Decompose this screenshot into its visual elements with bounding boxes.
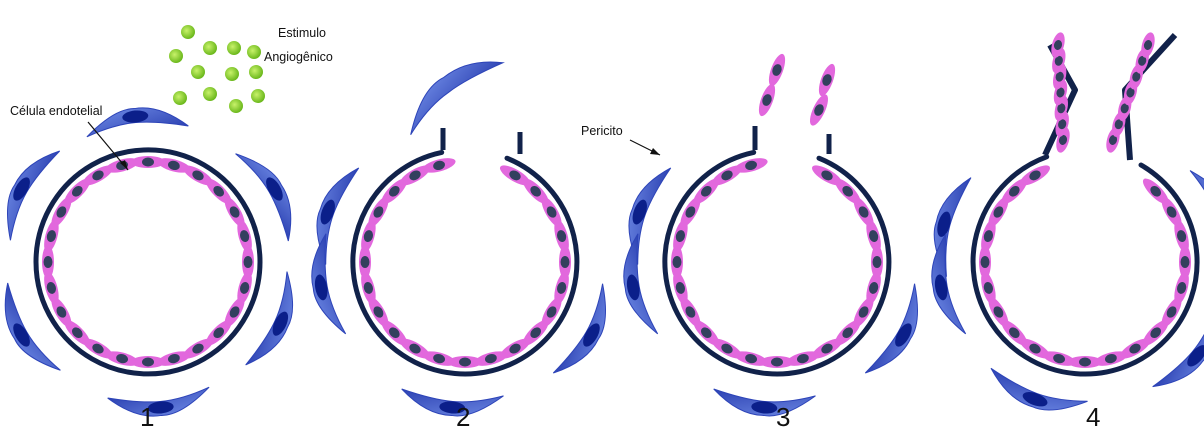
growth-factor-dot bbox=[203, 87, 217, 101]
growth-factor-dot bbox=[227, 41, 241, 55]
stage-number-2: 2 bbox=[456, 402, 470, 431]
migrating-endothelial-cell bbox=[756, 82, 779, 118]
endothelial-nucleus bbox=[981, 256, 990, 268]
endothelial-nucleus bbox=[142, 158, 154, 167]
growth-factor-dot bbox=[169, 49, 183, 63]
endothelial-nucleus bbox=[361, 256, 370, 268]
growth-factor-dot bbox=[249, 65, 263, 79]
vessel-stage-1 bbox=[0, 104, 309, 420]
growth-factor-dot bbox=[191, 65, 205, 79]
pericyte-cell bbox=[400, 387, 504, 420]
basement-membrane bbox=[665, 152, 889, 374]
endothelial-nucleus bbox=[244, 256, 253, 268]
endothelial-nucleus bbox=[873, 256, 882, 268]
vessel-stage-2 bbox=[303, 44, 623, 420]
endothelial-nucleus bbox=[142, 358, 154, 367]
estimulo-label-line2: Angiogênico bbox=[264, 50, 333, 64]
endothelial-nucleus bbox=[673, 256, 682, 268]
estimulo-label-line1: Estimulo bbox=[278, 26, 326, 40]
growth-factor-dot bbox=[229, 99, 243, 113]
pericyte-cell bbox=[712, 387, 816, 420]
vessel-stage-3 bbox=[615, 52, 935, 420]
migrating-endothelial-cell bbox=[806, 92, 831, 128]
pericyte-cell bbox=[616, 233, 657, 338]
endothelial-nucleus bbox=[1181, 256, 1190, 268]
angiogenic-stimulus-dots bbox=[169, 25, 265, 113]
pericyte-cell bbox=[924, 233, 965, 338]
endothelial-nucleus bbox=[561, 256, 570, 268]
migrating-endothelial-cell bbox=[766, 52, 789, 88]
basement-membrane bbox=[973, 157, 1197, 374]
detached-pericyte bbox=[394, 44, 506, 134]
pericito-label: Pericito bbox=[581, 124, 623, 138]
celula-endotelial-label: Célula endotelial bbox=[10, 104, 102, 118]
endothelial-nucleus bbox=[1079, 358, 1091, 367]
stage-number-1: 1 bbox=[140, 402, 154, 431]
endothelial-nucleus bbox=[771, 358, 783, 367]
endothelial-nucleus bbox=[459, 358, 471, 367]
pericyte-cell bbox=[923, 172, 973, 277]
membrane-stub bbox=[755, 126, 829, 154]
vessel-stage-4 bbox=[923, 31, 1204, 424]
basement-membrane bbox=[36, 150, 260, 374]
endothelial-nucleus bbox=[44, 256, 53, 268]
growth-factor-dot bbox=[225, 67, 239, 81]
growth-factor-dot bbox=[251, 89, 265, 103]
pericyte-body bbox=[394, 44, 506, 134]
pericito-arrowhead bbox=[650, 148, 660, 155]
membrane-stub bbox=[443, 128, 520, 154]
stage-number-4: 4 bbox=[1086, 402, 1100, 431]
pericyte-cell bbox=[304, 233, 345, 338]
stage-number-3: 3 bbox=[776, 402, 790, 431]
growth-factor-dot bbox=[181, 25, 195, 39]
pericyte-cell bbox=[108, 387, 212, 420]
growth-factor-dot bbox=[247, 45, 261, 59]
basement-membrane bbox=[353, 152, 577, 374]
growth-factor-dot bbox=[203, 41, 217, 55]
migrating-endothelial-cell bbox=[816, 62, 839, 98]
endothelial-cell bbox=[1017, 162, 1052, 189]
growth-factor-dot bbox=[173, 91, 187, 105]
pericyte-cell bbox=[244, 272, 309, 375]
